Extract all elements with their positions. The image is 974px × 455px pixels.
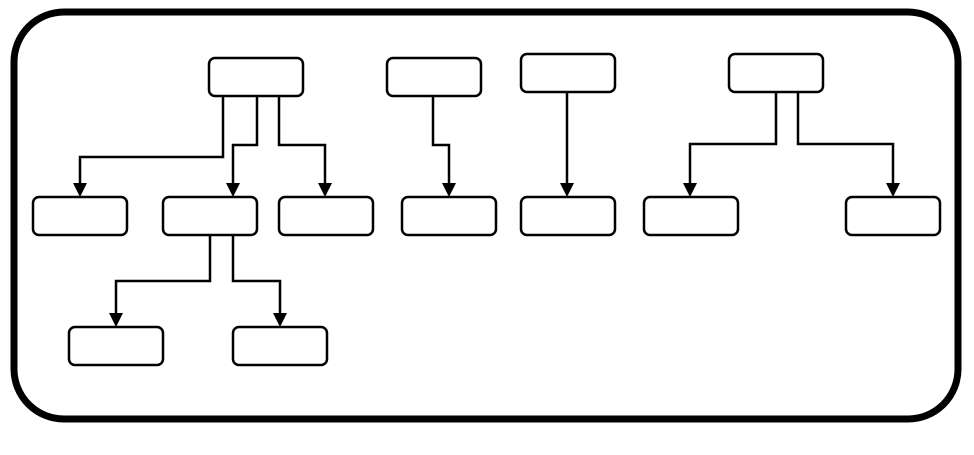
arrowhead-child-1b [226, 183, 240, 197]
node-child-3a [519, 195, 617, 237]
node-child-4b [844, 195, 942, 237]
node-child-1a [31, 195, 129, 237]
node-child-1b [161, 195, 259, 237]
edges-layer [73, 92, 900, 327]
node-root-2 [385, 56, 483, 98]
node-box [31, 195, 129, 237]
node-box [400, 195, 498, 237]
connector-child-1b-to-grandchild-1b-a [114, 235, 212, 315]
arrowhead-child-2a [442, 183, 456, 197]
node-box [161, 195, 259, 237]
node-box [385, 56, 483, 98]
node-box [231, 325, 329, 367]
arrowhead-grandchild-1b-a [109, 313, 123, 327]
connector-root-1-to-child-1c [277, 96, 327, 185]
nodes-layer [31, 52, 942, 367]
node-box [277, 195, 375, 237]
arrowhead-child-1c [318, 183, 332, 197]
connector-root-4-to-child-4b [796, 92, 895, 185]
connector-root-4-to-child-4a [688, 92, 778, 185]
connector-root-1-to-child-1a [78, 96, 225, 185]
connector-root-2-to-child-2a [431, 96, 451, 185]
node-box [67, 325, 165, 367]
node-root-4 [727, 52, 825, 94]
node-box [727, 52, 825, 94]
node-box [642, 195, 740, 237]
arrowhead-child-3a [560, 183, 574, 197]
node-box [519, 52, 617, 94]
arrowhead-child-1a [73, 183, 87, 197]
node-root-3 [519, 52, 617, 94]
arrowhead-child-4b [886, 183, 900, 197]
node-child-2a [400, 195, 498, 237]
connector-root-1-to-child-1b [231, 96, 259, 185]
arrowhead-child-4a [683, 183, 697, 197]
node-box [207, 56, 305, 98]
node-grandchild-1b-a [67, 325, 165, 367]
node-child-1c [277, 195, 375, 237]
node-grandchild-1b-b [231, 325, 329, 367]
node-child-4a [642, 195, 740, 237]
node-box [519, 195, 617, 237]
node-box [844, 195, 942, 237]
node-root-1 [207, 56, 305, 98]
arrowhead-grandchild-1b-b [273, 313, 287, 327]
connector-child-1b-to-grandchild-1b-b [231, 235, 282, 315]
